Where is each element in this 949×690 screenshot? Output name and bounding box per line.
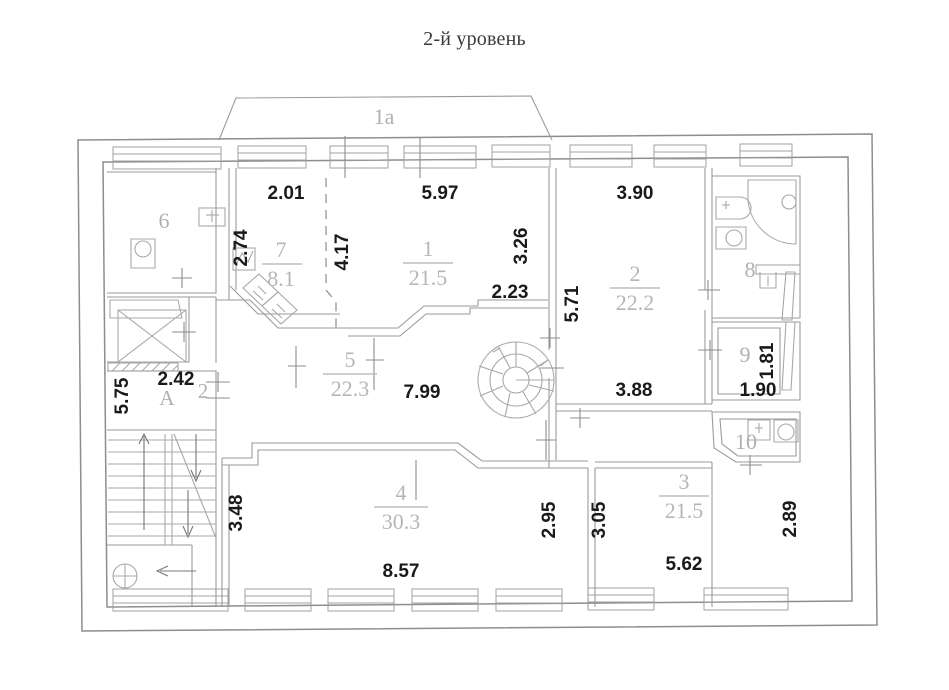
window-icon [327, 588, 395, 612]
balcony-label: 1а [374, 104, 395, 129]
window-icon [703, 587, 789, 611]
dim-4-17: 4.17 [332, 234, 353, 271]
window-group-bottom [112, 587, 789, 612]
window-icon [491, 144, 551, 168]
room-5-area: 22.3 [331, 376, 370, 401]
window-icon [739, 143, 793, 167]
dim-1-81: 1.81 [757, 342, 778, 379]
dim-3-26: 3.26 [511, 228, 532, 265]
arrow-left-icon [155, 565, 196, 577]
arrow-up-icon [138, 432, 150, 530]
room-1-number: 1 [423, 236, 434, 261]
dim-3-90: 3.90 [617, 183, 654, 204]
page-title: 2-й уровень [423, 28, 526, 50]
dim-5-97: 5.97 [422, 183, 459, 204]
room-3-area: 21.5 [665, 498, 704, 523]
window-icon [653, 144, 707, 168]
dim-2-74: 2.74 [231, 229, 252, 266]
room-10-number: 10 [735, 429, 757, 454]
room-2-label: 2 22.2 [610, 261, 660, 315]
room-7-number: 7 [276, 237, 287, 262]
room-1-label: 1 21.5 [403, 236, 453, 290]
room-5-label: 5 22.3 [323, 347, 377, 401]
elevator-shaft-icon [117, 309, 187, 363]
room-3-label: 3 21.5 [659, 469, 709, 523]
room-6-number: 6 [159, 208, 170, 233]
opening-ticks [172, 268, 762, 500]
room-3-number: 3 [679, 469, 690, 494]
staircase-flight-icon [108, 432, 217, 589]
dim-7-99: 7.99 [404, 382, 441, 403]
balcony-outline [218, 95, 553, 141]
dashed-divider [325, 178, 337, 330]
dim-2-01: 2.01 [268, 183, 305, 204]
level-marker-icon [112, 563, 138, 589]
dim-2-89: 2.89 [780, 501, 801, 538]
window-icon [329, 145, 389, 169]
dim-3-05: 3.05 [589, 501, 610, 538]
room-5-number: 5 [345, 347, 356, 372]
room-8-number: 8 [745, 257, 756, 282]
window-icon [112, 146, 222, 170]
window-icon [244, 588, 312, 612]
room-label-group: 1 21.5 2 22.2 3 21.5 4 30.3 5 22.3 [159, 208, 758, 534]
dim-5-75: 5.75 [112, 377, 133, 414]
stair-fixture-icon [242, 273, 298, 325]
zigzag-fixture-icon [232, 247, 256, 271]
room-2-area: 22.2 [616, 290, 655, 315]
window-icon [411, 588, 479, 612]
stairwell-number: 2 [198, 379, 209, 403]
dim-2-23: 2.23 [492, 282, 529, 303]
window-icon [112, 588, 229, 612]
window-icon [587, 587, 655, 611]
room-7-label: 7 8.1 [262, 237, 302, 291]
dim-8-57: 8.57 [383, 561, 420, 582]
window-group-top [112, 136, 793, 178]
room-2-number: 2 [630, 261, 641, 286]
room-4-number: 4 [396, 480, 407, 505]
sink-icon [130, 238, 156, 269]
window-icon [569, 144, 633, 168]
dim-3-88: 3.88 [616, 380, 653, 401]
interior-walls [107, 168, 801, 607]
room-4-area: 30.3 [382, 509, 421, 534]
stairwell-letter: A [159, 386, 175, 410]
room-7-area: 8.1 [267, 266, 295, 291]
arrow-down-icon [190, 434, 202, 483]
window-icon [495, 588, 563, 612]
door-fixture-icon [198, 207, 226, 227]
dim-2-95: 2.95 [539, 501, 560, 538]
dim-3-48: 3.48 [226, 495, 247, 532]
window-icon [237, 145, 307, 169]
dim-2-42: 2.42 [158, 369, 195, 390]
room-4-label: 4 30.3 [374, 480, 428, 534]
room-9-number: 9 [740, 342, 751, 367]
window-icon [403, 145, 477, 169]
dim-1-90: 1.90 [740, 380, 777, 401]
dimension-group: 2.74 2.01 4.17 5.97 3.26 3.90 5.71 2.23 … [112, 183, 801, 582]
room-1-area: 21.5 [409, 265, 448, 290]
dim-5-62: 5.62 [666, 554, 703, 575]
arrow-down-icon [182, 490, 194, 539]
dim-5-71: 5.71 [562, 285, 583, 322]
spiral-staircase-icon [477, 341, 555, 419]
